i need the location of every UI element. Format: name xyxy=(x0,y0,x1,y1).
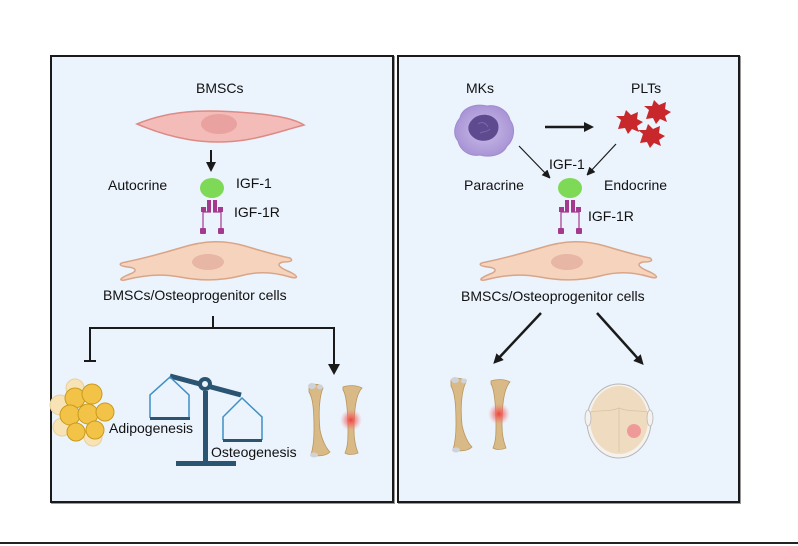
ligand-icon xyxy=(558,178,582,198)
skull-outcome-arrow xyxy=(596,312,644,365)
paracrine-arrow xyxy=(518,145,548,176)
bone-outcome-arrow xyxy=(493,312,542,364)
target-cell-label: BMSCs/Osteoprogenitor cells xyxy=(461,288,645,304)
promote-arrowhead xyxy=(328,364,340,375)
bones-icon xyxy=(308,383,363,458)
balance-scale-icon xyxy=(149,373,263,466)
igf1-ligand-label: IGF-1 xyxy=(549,156,585,172)
plts-label: PLTs xyxy=(631,80,662,96)
endocrine-arrow xyxy=(589,143,617,173)
osteogenesis-label: Osteogenesis xyxy=(211,444,297,460)
target-cell-label: BMSCs/Osteoprogenitor cells xyxy=(103,287,287,303)
megakaryocyte-icon xyxy=(454,104,515,157)
fat-cells-icon xyxy=(49,378,115,447)
igf1r-receptor-label: IGF-1R xyxy=(588,208,634,224)
platelets-icon xyxy=(616,100,671,148)
bones-icon xyxy=(450,377,511,453)
igf1r-receptor-label: IGF-1R xyxy=(234,204,280,220)
receptor-icon xyxy=(558,200,582,234)
outcome-branch-connector xyxy=(84,316,335,366)
osteoprogenitor-cell-icon xyxy=(119,240,298,281)
skull-icon xyxy=(584,383,654,459)
adipogenesis-label: Adipogenesis xyxy=(109,420,194,436)
osteoprogenitor-cell-icon xyxy=(479,240,658,281)
spindle-cell-icon xyxy=(135,110,306,143)
receptor-icon xyxy=(200,200,224,234)
ligand-icon xyxy=(200,178,224,198)
igf1-ligand-label: IGF-1 xyxy=(236,175,272,191)
mks-label: MKs xyxy=(466,80,494,96)
autocrine-mode-label: Autocrine xyxy=(108,177,168,193)
bmsc-source-label: BMSCs xyxy=(196,80,244,96)
paracrine-mode-label: Paracrine xyxy=(464,177,524,193)
endocrine-mode-label: Endocrine xyxy=(604,177,668,193)
bottom-divider-line xyxy=(0,542,798,544)
